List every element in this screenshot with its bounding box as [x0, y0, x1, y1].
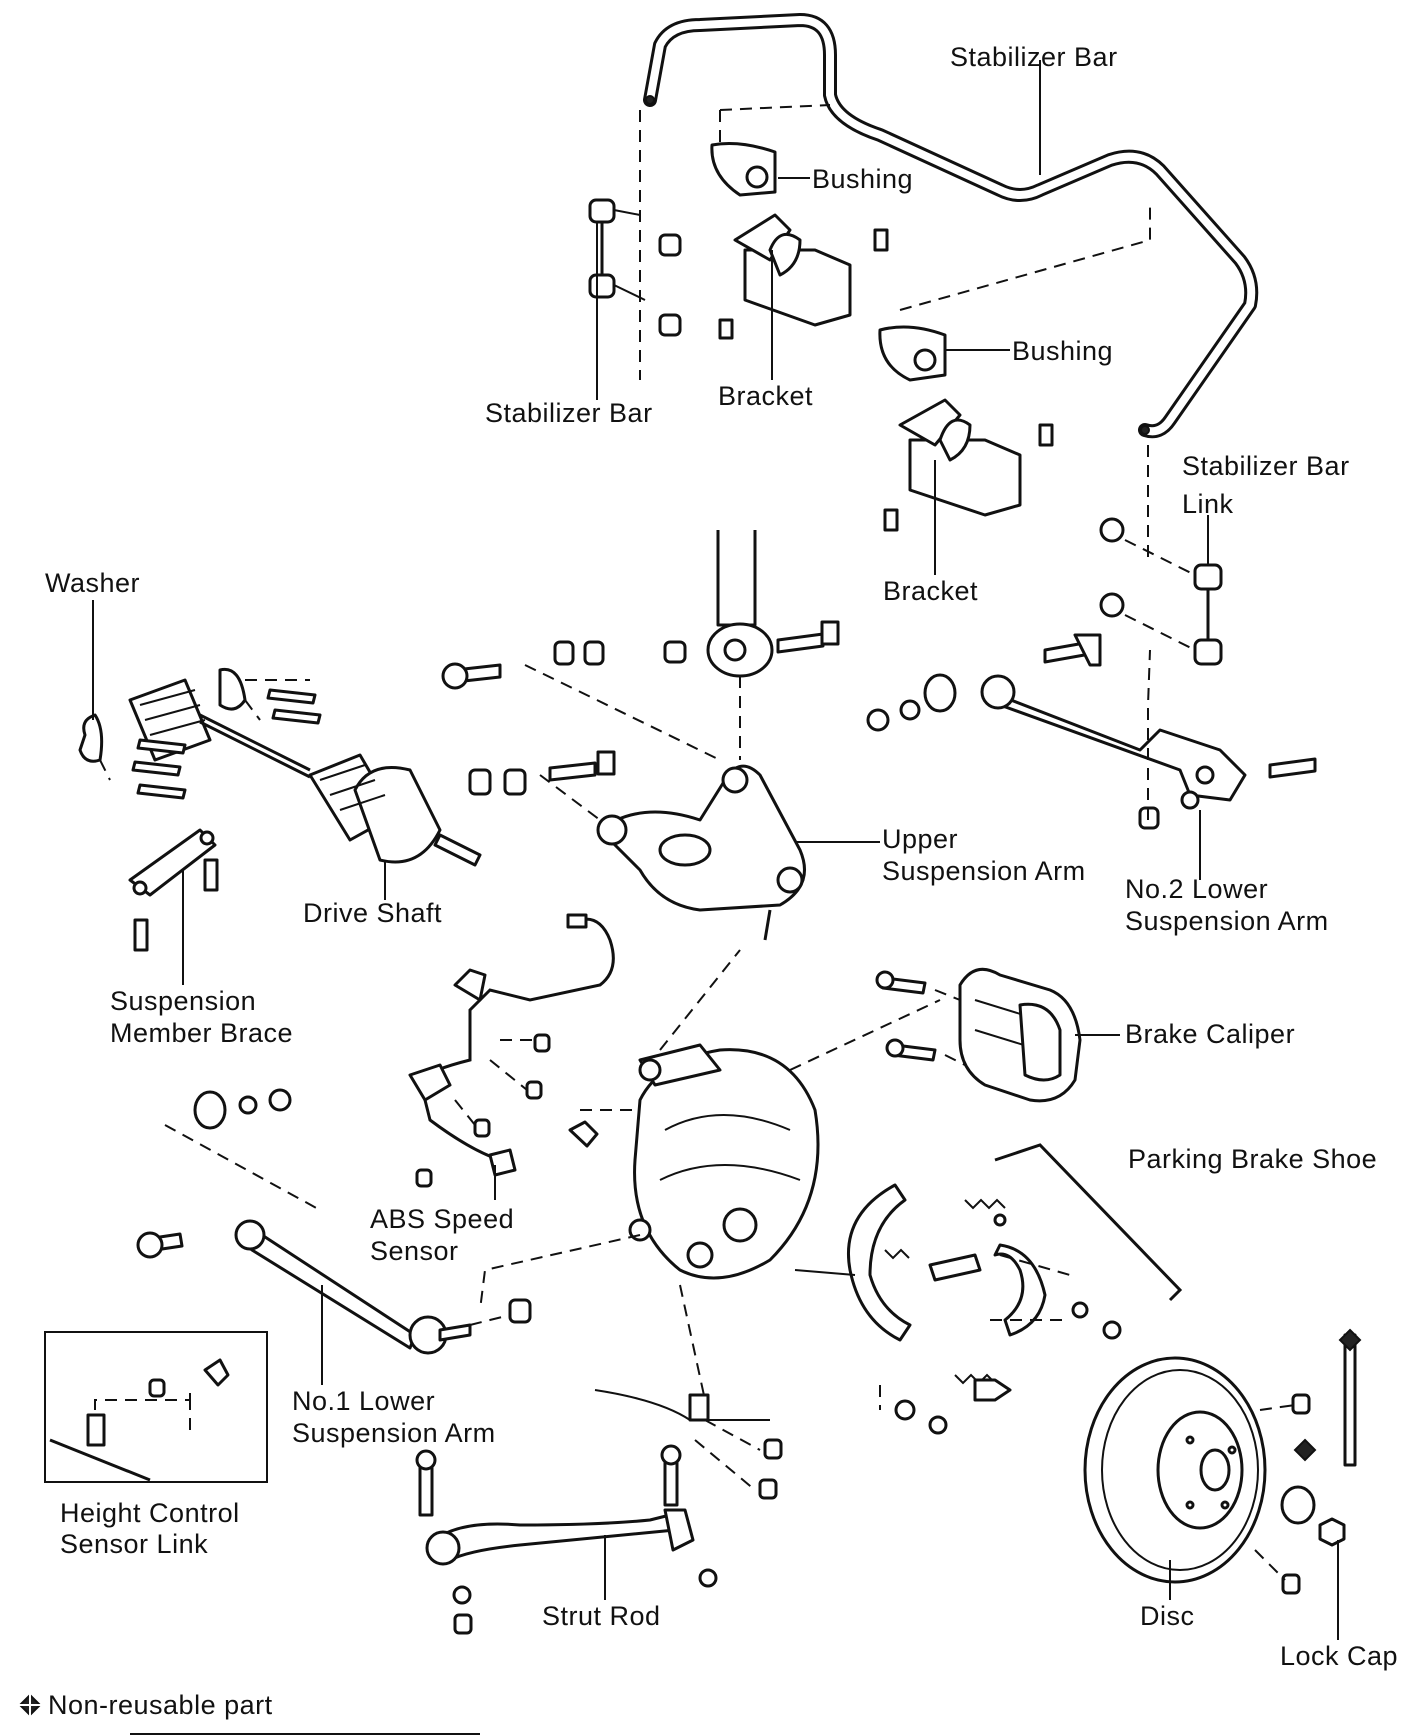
- label-bracket-2: Bracket: [883, 576, 978, 606]
- disc-rotor: [1083, 1328, 1362, 1595]
- label-upper-arm-1: Upper: [882, 824, 958, 854]
- bushing-1: [710, 142, 777, 197]
- parking-brake-shoe: [794, 1143, 1183, 1435]
- label-parking-brake-shoe: Parking Brake Shoe: [1128, 1144, 1377, 1174]
- label-bushing-1: Bushing: [812, 164, 913, 194]
- label-member-brace-1: Suspension: [110, 986, 256, 1016]
- bushing-2: [878, 325, 947, 382]
- stabilizer-bar-link-left: [588, 198, 646, 301]
- label-no2-lower-2: Suspension Arm: [1125, 906, 1329, 936]
- bracket-2: [898, 398, 1022, 517]
- label-lock-cap: Lock Cap: [1280, 1641, 1398, 1671]
- label-no2-lower-1: No.2 Lower: [1125, 874, 1268, 904]
- label-abs-1: ABS Speed: [370, 1204, 514, 1234]
- drive-shaft: [78, 667, 482, 867]
- strut-rod: [415, 1389, 783, 1635]
- leader-lines: [92, 60, 1339, 1640]
- label-upper-arm-2: Suspension Arm: [882, 856, 1086, 886]
- labels: Stabilizer Bar Bushing Bushing Stabilize…: [45, 42, 1398, 1671]
- label-bushing-2: Bushing: [1012, 336, 1113, 366]
- shock-absorber: [663, 530, 840, 760]
- label-stabilizer-bar-left: Stabilizer Bar: [485, 398, 653, 428]
- brake-caliper: [875, 967, 1082, 1103]
- abs-speed-sensor: [408, 913, 615, 1188]
- label-abs-2: Sensor: [370, 1236, 459, 1266]
- legend: Non-reusable part: [14, 1689, 480, 1735]
- label-stabilizer-bar-link-1: Stabilizer Bar: [1182, 451, 1350, 481]
- suspension-member-brace: [128, 828, 219, 952]
- rear-axle-carrier: [479, 949, 941, 1401]
- legend-text: Non-reusable part: [48, 1690, 273, 1720]
- height-control-sensor-link-box: [44, 1331, 268, 1483]
- label-drive-shaft: Drive Shaft: [303, 898, 442, 928]
- bracket-1: [733, 213, 852, 327]
- label-stabilizer-bar-link-2: Link: [1182, 489, 1234, 519]
- upper-suspension-arm: [441, 640, 806, 941]
- label-washer: Washer: [45, 568, 140, 598]
- label-height-control-2: Sensor Link: [60, 1529, 208, 1559]
- label-bracket-1: Bracket: [718, 381, 813, 411]
- label-stabilizer-bar-top: Stabilizer Bar: [950, 42, 1118, 72]
- label-height-control-1: Height Control: [60, 1498, 240, 1528]
- bracket-fasteners: [639, 104, 1151, 532]
- label-disc: Disc: [1140, 1601, 1195, 1631]
- stabilizer-bar: [643, 13, 1259, 439]
- label-no1-lower-2: Suspension Arm: [292, 1418, 496, 1448]
- no2-lower-suspension-arm: [866, 633, 1317, 830]
- label-brake-caliper: Brake Caliper: [1125, 1019, 1295, 1049]
- label-member-brace-2: Member Brace: [110, 1018, 293, 1048]
- label-strut-rod: Strut Rod: [542, 1601, 661, 1631]
- stabilizer-bar-link-right: [1099, 445, 1223, 666]
- label-no1-lower-1: No.1 Lower: [292, 1386, 435, 1416]
- no1-lower-suspension-arm: [136, 1088, 532, 1355]
